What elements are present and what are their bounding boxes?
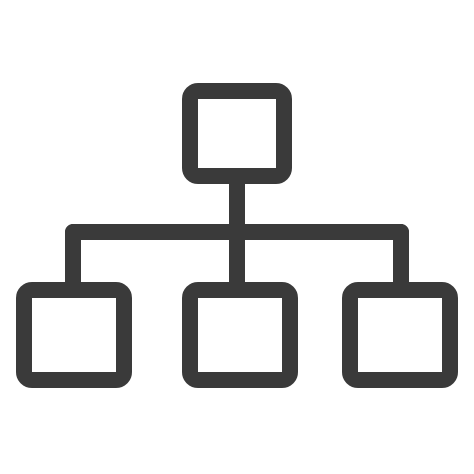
top-node-box: [182, 83, 292, 184]
bottom-right-node-box: [342, 282, 458, 388]
bottom-center-node-box: [182, 282, 298, 388]
bottom-left-node-box: [16, 282, 132, 388]
